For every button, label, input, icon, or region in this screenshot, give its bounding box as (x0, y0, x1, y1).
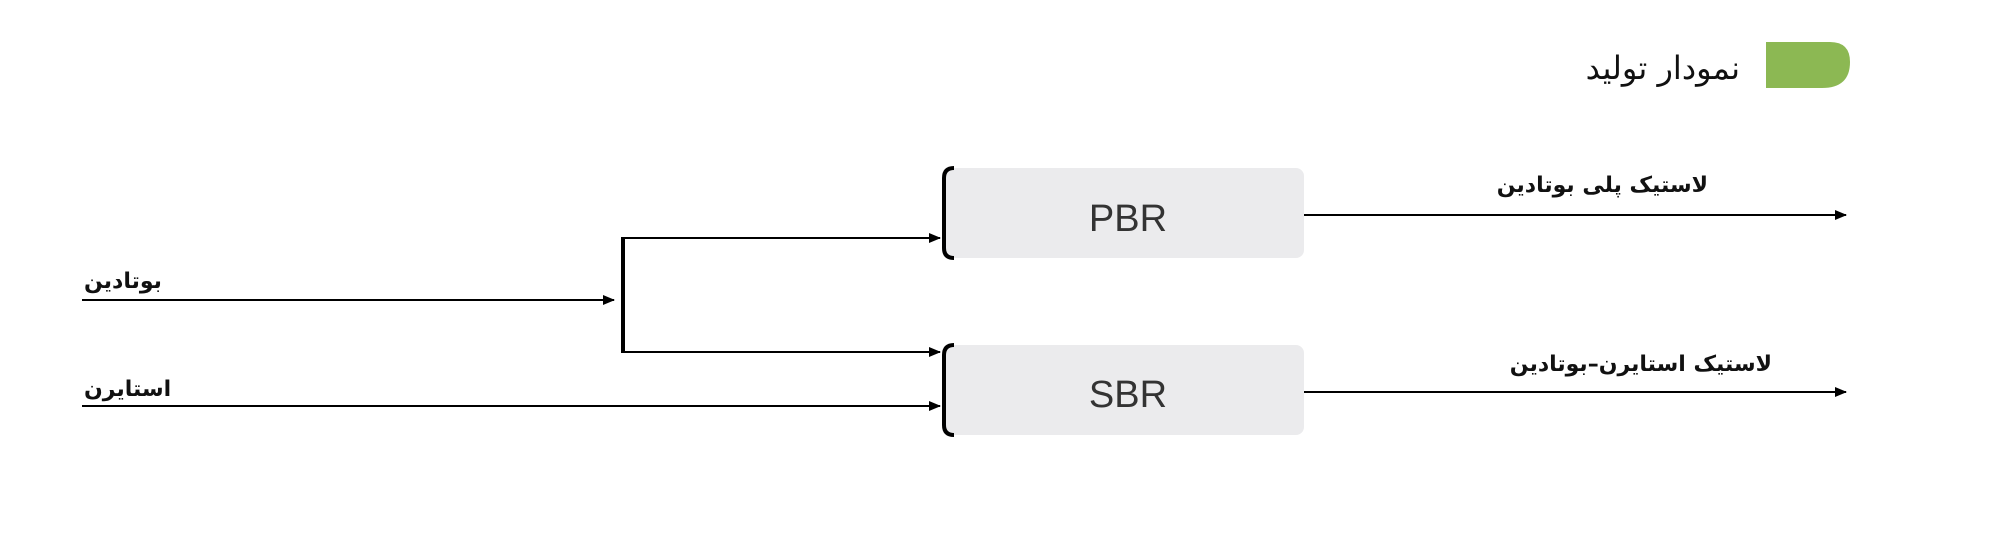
sbr-product-label: لاستیک استایرن–بوتادین (1510, 352, 1772, 377)
title-badge-icon (1766, 42, 1850, 88)
butadiene-label: بوتادین (84, 269, 162, 294)
styrene-label: استایرن (84, 377, 171, 402)
pbr-label: PBR (1089, 198, 1167, 240)
sbr-process-box: SBR (942, 343, 1304, 437)
diagram-title: نمودار تولید (1586, 49, 1740, 87)
pbr-process-box: PBR (942, 166, 1304, 260)
sbr-label: SBR (1089, 374, 1167, 416)
pbr-product-label: لاستیک پلی بوتادین (1497, 173, 1708, 198)
